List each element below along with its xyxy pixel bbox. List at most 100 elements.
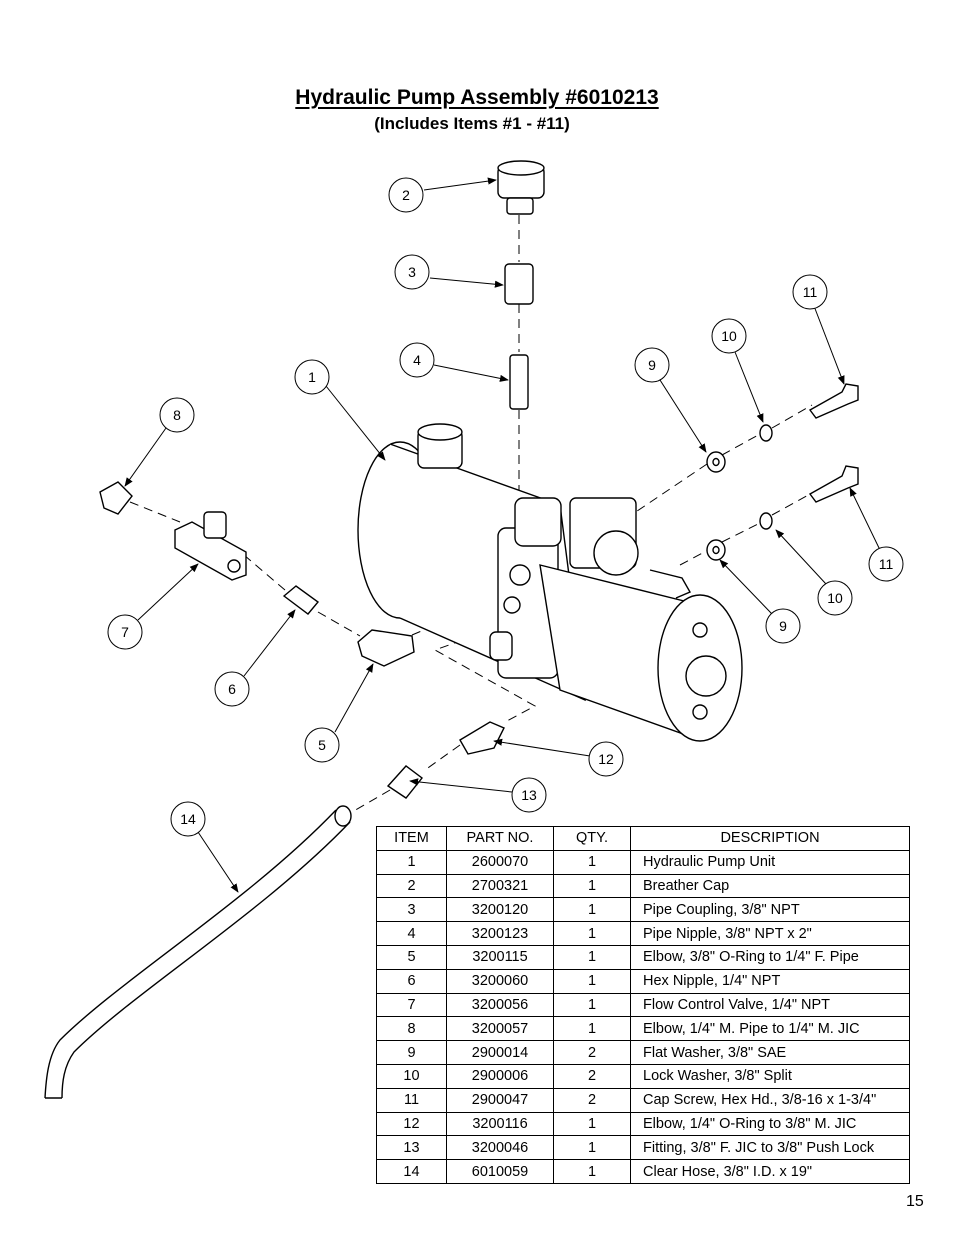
pump-unit-drawing — [357, 423, 743, 742]
cell-qty: 1 — [553, 1111, 631, 1137]
header-item: ITEM — [376, 826, 447, 851]
callout-1: 1 — [308, 369, 316, 385]
cell-part-no: 3200115 — [446, 944, 554, 970]
cell-item: 2 — [376, 873, 447, 899]
cell-description: Clear Hose, 3/8" I.D. x 19" — [630, 1159, 910, 1184]
cell-part-no: 3200123 — [446, 921, 554, 946]
cell-description: Elbow, 1/4" O-Ring to 3/8" M. JIC — [630, 1111, 910, 1137]
pipe-coupling-drawing — [504, 263, 534, 305]
cell-item: 9 — [376, 1040, 447, 1065]
cell-description: Hydraulic Pump Unit — [630, 849, 910, 875]
cell-qty: 1 — [553, 1016, 631, 1042]
cell-part-no: 2900047 — [446, 1087, 554, 1113]
cell-item: 12 — [376, 1111, 447, 1137]
elbow-8-drawing — [99, 481, 133, 515]
cell-description: Pipe Nipple, 3/8" NPT x 2" — [630, 921, 910, 946]
cell-qty: 1 — [553, 1135, 631, 1161]
cell-item: 14 — [376, 1159, 447, 1184]
cell-qty: 1 — [553, 1159, 631, 1184]
page-number: 15 — [906, 1193, 924, 1210]
cell-description: Lock Washer, 3/8" Split — [630, 1063, 910, 1089]
callout-4: 4 — [413, 352, 421, 368]
cell-description: Flat Washer, 3/8" SAE — [630, 1040, 910, 1065]
cell-qty: 1 — [553, 921, 631, 946]
flow-control-valve-drawing — [174, 511, 247, 581]
callout-11: 11 — [803, 284, 818, 300]
cell-item: 3 — [376, 897, 447, 923]
leader-lines — [124, 177, 881, 893]
callout-10-second: 10 — [827, 590, 843, 606]
cell-part-no: 2600070 — [446, 849, 554, 875]
callout-14: 14 — [180, 811, 196, 827]
pipe-nipple-drawing — [509, 354, 529, 410]
hex-nipple-drawing — [282, 585, 320, 615]
cell-qty: 1 — [553, 944, 631, 970]
cell-part-no: 3200057 — [446, 1016, 554, 1042]
callout-2: 2 — [402, 187, 410, 203]
cell-part-no: 2900006 — [446, 1063, 554, 1089]
cell-description: Cap Screw, Hex Hd., 3/8-16 x 1-3/4" — [630, 1087, 910, 1113]
cell-item: 8 — [376, 1016, 447, 1042]
cell-description: Pipe Coupling, 3/8" NPT — [630, 897, 910, 923]
clear-hose-drawing — [44, 805, 352, 1099]
cell-part-no: 6010059 — [446, 1159, 554, 1184]
cell-part-no: 3200056 — [446, 992, 554, 1018]
cell-qty: 2 — [553, 1087, 631, 1113]
fitting-13-drawing — [386, 765, 423, 799]
cell-part-no: 3200116 — [446, 1111, 554, 1137]
callout-9-second: 9 — [779, 618, 787, 634]
callout-8: 8 — [173, 407, 181, 423]
cell-description: Breather Cap — [630, 873, 910, 899]
cell-qty: 2 — [553, 1063, 631, 1089]
callout-3: 3 — [408, 264, 416, 280]
cell-description: Flow Control Valve, 1/4" NPT — [630, 992, 910, 1018]
cell-qty: 1 — [553, 873, 631, 899]
cell-description: Elbow, 1/4" M. Pipe to 1/4" M. JIC — [630, 1016, 910, 1042]
cell-item: 7 — [376, 992, 447, 1018]
cell-item: 1 — [376, 849, 447, 875]
page-title: Hydraulic Pump Assembly #6010213 — [295, 86, 659, 109]
callout-12: 12 — [598, 751, 614, 767]
callout-13: 13 — [521, 787, 537, 803]
cell-qty: 1 — [553, 992, 631, 1018]
callout-9: 9 — [648, 357, 656, 373]
parts-table-header: ITEM PART NO. QTY. DESCRIPTION — [376, 826, 910, 851]
callout-11-second: 11 — [879, 556, 894, 572]
header-qty: QTY. — [553, 826, 631, 851]
cell-item: 13 — [376, 1135, 447, 1161]
cell-part-no: 2900014 — [446, 1040, 554, 1065]
callout-5: 5 — [318, 737, 326, 753]
callout-7: 7 — [121, 624, 129, 640]
cell-part-no: 2700321 — [446, 873, 554, 899]
cell-item: 10 — [376, 1063, 447, 1089]
cell-item: 5 — [376, 944, 447, 970]
cell-part-no: 3200046 — [446, 1135, 554, 1161]
elbow-12-drawing — [459, 721, 505, 755]
header-part-no: PART NO. — [446, 826, 554, 851]
breather-cap-drawing — [497, 160, 545, 215]
cell-item: 4 — [376, 921, 447, 946]
cell-part-no: 3200120 — [446, 897, 554, 923]
cell-item: 6 — [376, 968, 447, 994]
callout-circles — [107, 177, 904, 837]
cell-qty: 2 — [553, 1040, 631, 1065]
callout-6: 6 — [228, 681, 236, 697]
cell-part-no: 3200060 — [446, 968, 554, 994]
cell-description: Elbow, 3/8" O-Ring to 1/4" F. Pipe — [630, 944, 910, 970]
fasteners-drawing — [706, 383, 859, 561]
cell-description: Fitting, 3/8" F. JIC to 3/8" Push Lock — [630, 1135, 910, 1161]
